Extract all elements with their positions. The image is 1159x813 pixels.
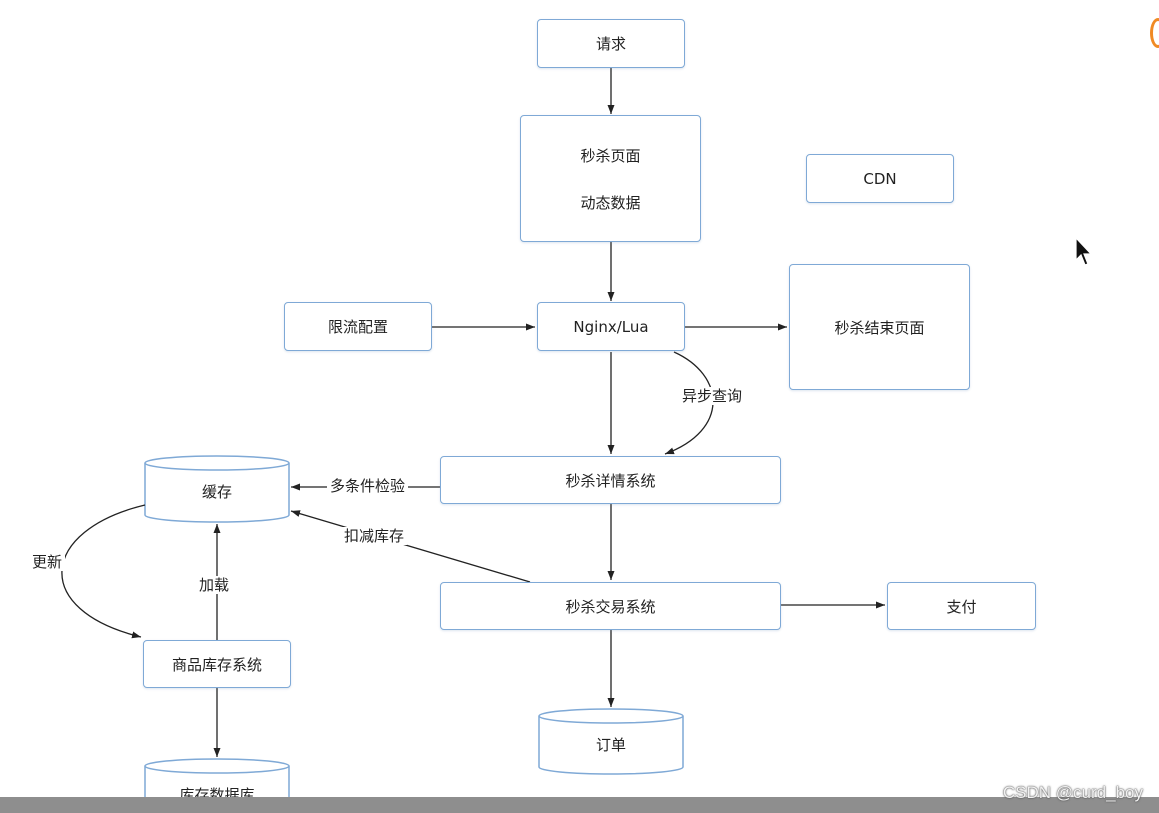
dynamic-data-label: 动态数据 (580, 193, 641, 212)
inventory-system-label: 商品库存系统 (171, 655, 262, 674)
update-label: 更新 (29, 553, 66, 571)
nginx-lua-node: Nginx/Lua (537, 302, 685, 351)
cdn-node: CDN (806, 154, 954, 203)
seckill-trade-node: 秒杀交易系统 (440, 582, 781, 630)
rate-limit-node: 限流配置 (284, 302, 432, 351)
arrow-cache-update-inventory (61, 504, 146, 639)
multi-check-label: 多条件检验 (327, 477, 409, 495)
seckill-page-label: 秒杀页面 (580, 146, 641, 165)
mouse-cursor-icon (1075, 236, 1093, 266)
nginx-lua-label: Nginx/Lua (573, 317, 649, 336)
seckill-page-node: 秒杀页面 动态数据 (520, 115, 701, 242)
video-control-bar (0, 797, 1159, 813)
load-label: 加载 (196, 576, 233, 594)
payment-label: 支付 (946, 597, 977, 616)
request-label: 请求 (595, 35, 626, 53)
cache-cylinder (144, 455, 290, 523)
seckill-detail-label: 秒杀详情系统 (565, 471, 656, 490)
seckill-end-page-node: 秒杀结束页面 (789, 264, 970, 390)
seckill-end-page-label: 秒杀结束页面 (834, 318, 925, 337)
watermark: CSDN @curd_boy (1002, 783, 1143, 802)
payment-node: 支付 (887, 582, 1036, 630)
seckill-trade-label: 秒杀交易系统 (565, 597, 656, 616)
request-node: 请求 (537, 19, 685, 68)
rate-limit-label: 限流配置 (327, 318, 388, 336)
order-cylinder (538, 708, 684, 775)
deduct-stock-label: 扣减库存 (341, 527, 408, 545)
seckill-detail-node: 秒杀详情系统 (440, 456, 781, 504)
order-label: 订单 (595, 736, 626, 754)
cache-label: 缓存 (201, 483, 232, 501)
inventory-system-node: 商品库存系统 (143, 640, 291, 688)
partial-orange-badge (1150, 18, 1159, 48)
arrow-trade-to-cache (290, 510, 531, 583)
cdn-label: CDN (863, 169, 897, 188)
async-query-label: 异步查询 (679, 387, 746, 405)
